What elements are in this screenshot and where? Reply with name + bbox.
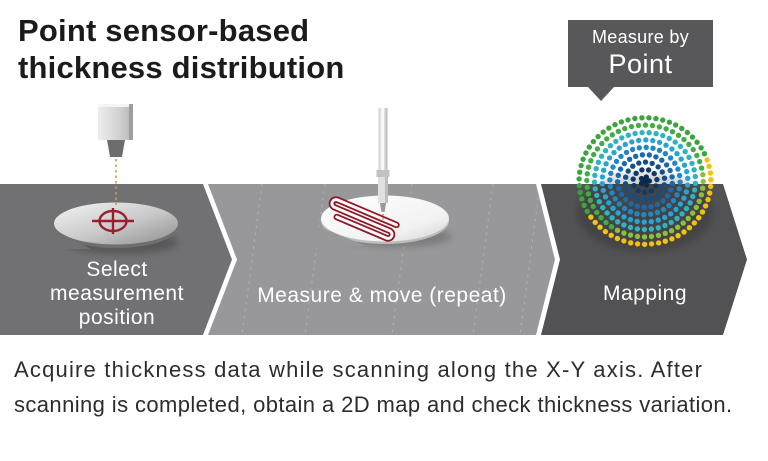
thickness-map-dots [576,115,714,247]
measure-by-point-badge: Measure by Point [568,20,713,101]
scan-guide-dashes [241,184,541,335]
caption-line2: scanning is completed, obtain a 2D map a… [14,392,733,417]
step1-label: Select measurement position [27,258,207,330]
step2-label-line1: Measure & move (repeat) [257,284,507,307]
mapping-illustration [576,115,714,252]
caption-text: Acquire thickness data while scanning al… [14,352,733,422]
step3-label-line1: Mapping [602,282,688,305]
badge-tail-pointer [588,87,614,101]
badge-line2: Point [608,49,673,79]
step1-label-line2: measurement [50,282,184,305]
page-title-line2: thickness distribution [18,50,345,85]
chevron-step2 [208,184,555,335]
scan-path-serpentine [328,196,400,242]
measure-move-illustration [312,108,452,248]
step1-label-line3: position [78,306,156,329]
page-title: Point sensor-based thickness distributio… [18,12,345,86]
step2-label: Measure & move (repeat) [232,284,532,308]
wafer2-flat-cut [312,225,366,248]
caption-line1: Acquire thickness data while scanning al… [14,357,704,382]
wafer-flat-cut [42,225,90,249]
page-title-line1: Point sensor-based [18,13,310,48]
crosshair-target-icon [92,208,134,234]
select-position-illustration [42,104,178,254]
wafer-top [54,202,178,245]
badge-line1: Measure by [591,27,690,47]
point-probe-icon [376,108,390,212]
point-sensor-head-icon [98,104,133,157]
step3-label: Mapping [570,282,720,306]
step1-label-line1: Select [86,258,148,281]
